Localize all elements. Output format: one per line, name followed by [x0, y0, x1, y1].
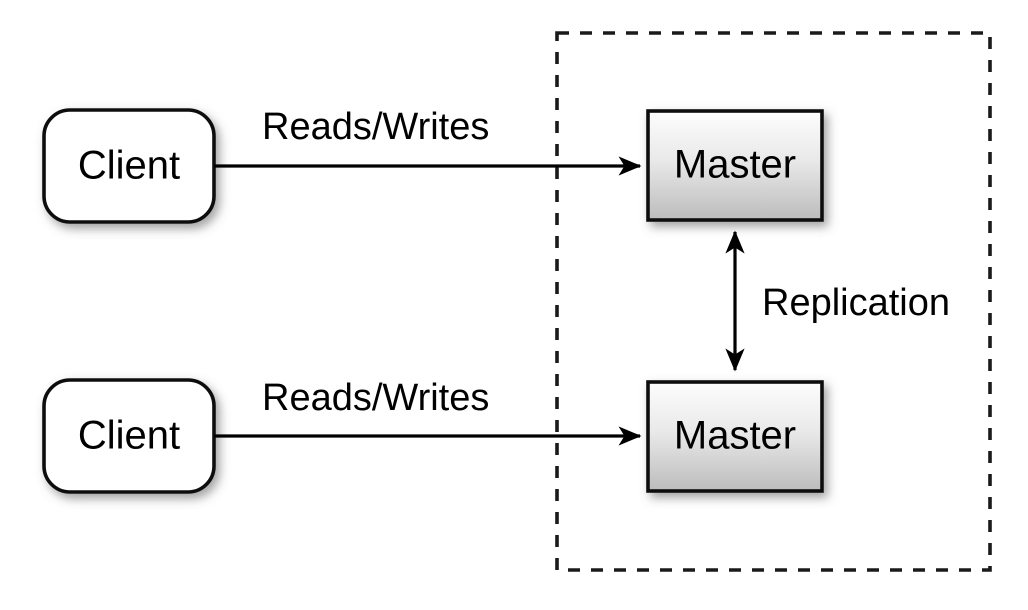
reads-writes-label-top: Reads/Writes	[262, 106, 489, 148]
edge-master-replication: Replication	[725, 230, 950, 372]
node-client-bottom[interactable]: Client	[42, 378, 216, 494]
replication-cluster-boundary	[555, 31, 992, 572]
edge-client-bottom-to-master-bottom: Reads/Writes	[214, 377, 642, 446]
master-bottom-shape	[646, 380, 824, 493]
master-top-label: Master	[674, 143, 796, 187]
master-bottom-label: Master	[674, 414, 796, 458]
edge-client-top-to-master-top: Reads/Writes	[214, 106, 642, 176]
reads-writes-label-bottom: Reads/Writes	[262, 377, 489, 419]
client-top-label: Client	[78, 144, 180, 188]
client-bottom-label: Client	[78, 414, 180, 458]
replication-label: Replication	[762, 282, 950, 324]
master-top-shape	[646, 109, 824, 222]
node-master-top[interactable]: Master	[646, 109, 824, 222]
node-client-top[interactable]: Client	[42, 108, 216, 224]
node-master-bottom[interactable]: Master	[646, 380, 824, 493]
